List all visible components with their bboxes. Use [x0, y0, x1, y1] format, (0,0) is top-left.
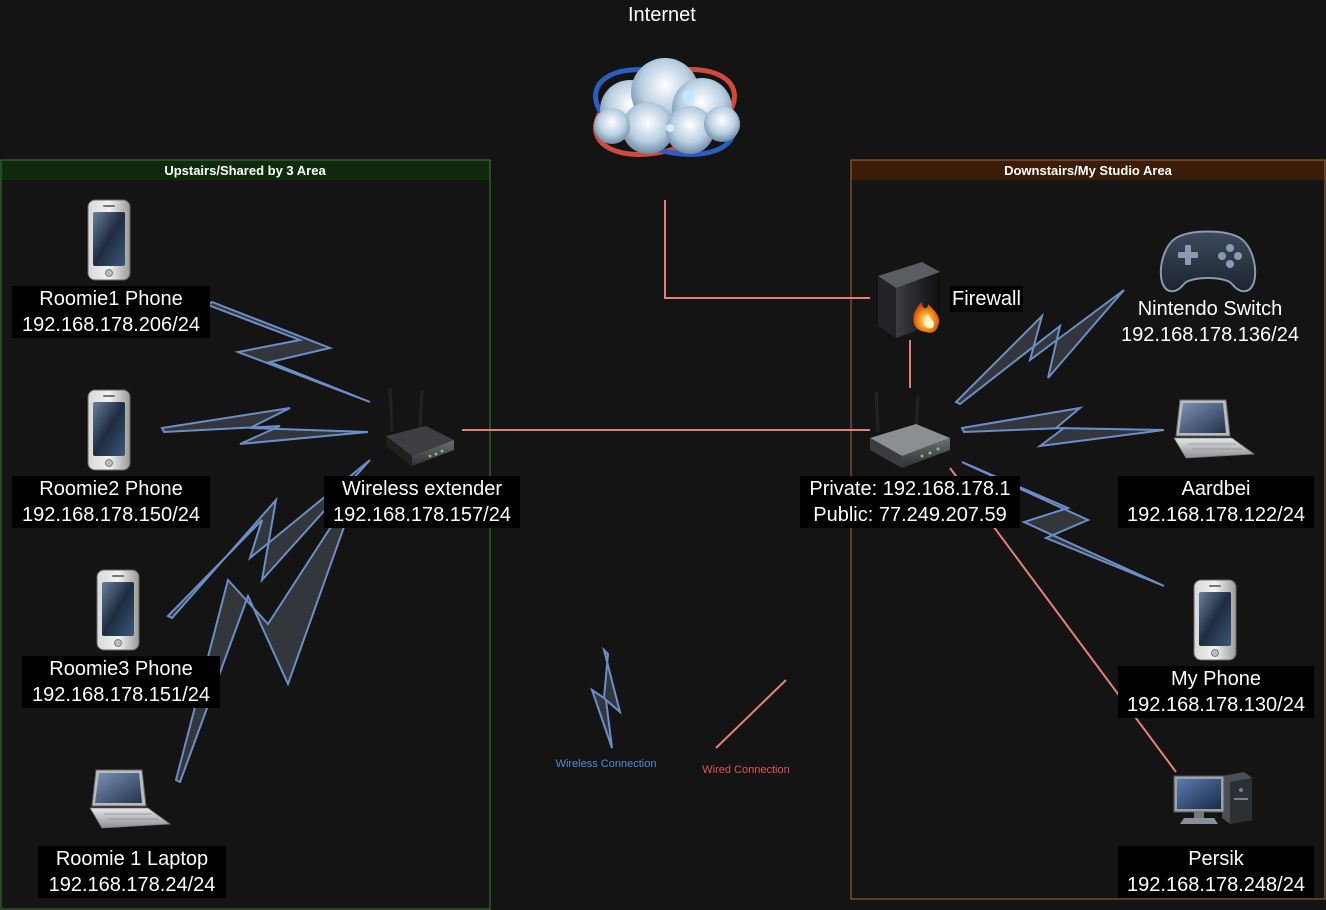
device-label-roomie3-phone: Roomie3 Phone 192.168.178.151/24	[22, 656, 220, 708]
router-private-ip: Private: 192.168.178.1	[809, 478, 1011, 500]
device-label-roomie1-phone: Roomie1 Phone 192.168.178.206/24	[12, 286, 210, 338]
legend-wireless-sample	[590, 646, 622, 749]
device-ip: 192.168.178.248/24	[1127, 874, 1305, 896]
zone-downstairs-header	[851, 160, 1325, 180]
zone-upstairs: Upstairs/Shared by 3 Area	[0, 159, 491, 910]
bolt-laptop-extender	[174, 481, 361, 784]
wire-internet-firewall	[664, 200, 870, 299]
router-icon	[386, 387, 454, 466]
device-label-roomie1-laptop: Roomie 1 Laptop 192.168.178.24/24	[38, 846, 226, 898]
laptop-icon	[89, 769, 172, 829]
legend-wireless-label: Wireless Connection	[556, 758, 657, 770]
bolt-router-switch	[954, 289, 1125, 406]
device-name: My Phone	[1170, 668, 1262, 690]
zone-upstairs-title: Upstairs/Shared by 3 Area	[164, 163, 326, 178]
smartphone-icon	[1193, 579, 1237, 661]
bolt-router-myphone	[961, 461, 1165, 587]
device-name: Nintendo Switch	[1137, 298, 1283, 320]
device-label-my-phone: My Phone 192.168.178.130/24	[1118, 666, 1314, 718]
router-icon	[870, 391, 950, 468]
zone-downstairs-border	[850, 159, 1326, 900]
device-ip: 192.168.178.136/24	[1121, 324, 1299, 346]
zone-upstairs-header	[1, 160, 490, 180]
legend-wired-label: Wired Connection	[702, 764, 789, 776]
device-label-aardbei: Aardbei 192.168.178.122/24	[1118, 476, 1314, 528]
device-name: Roomie2 Phone	[39, 478, 183, 500]
bolt-roomie2-extender	[160, 407, 369, 445]
device-ip: 192.168.178.122/24	[1127, 504, 1305, 526]
legend-wired-sample	[715, 679, 787, 749]
device-name: Roomie1 Phone	[39, 288, 183, 310]
device-label-persik: Persik 192.168.178.248/24	[1118, 846, 1314, 898]
router-public-ip: Public: 77.249.207.59	[813, 504, 1007, 526]
device-ip: 192.168.178.130/24	[1127, 694, 1305, 716]
device-ip: 192.168.178.24/24	[48, 874, 216, 896]
internet-label: Internet	[628, 4, 696, 26]
device-name: Wireless extender	[341, 478, 503, 500]
device-name: Persik	[1188, 848, 1244, 870]
smartphone-icon	[87, 199, 131, 281]
device-label-roomie2-phone: Roomie2 Phone 192.168.178.150/24	[12, 476, 210, 528]
device-ip: 192.168.178.206/24	[22, 314, 200, 336]
zone-downstairs: Downstairs/My Studio Area	[850, 159, 1326, 900]
desktop-computer-icon	[1173, 772, 1252, 824]
device-name: Aardbei	[1181, 478, 1251, 500]
bolt-roomie1-extender	[205, 300, 371, 403]
laptop-icon	[1173, 399, 1256, 459]
device-name: Roomie 1 Laptop	[55, 848, 209, 870]
device-name: Roomie3 Phone	[49, 658, 193, 680]
cloud-icon	[593, 58, 740, 157]
device-ip: 192.168.178.151/24	[32, 684, 210, 706]
firewall-icon	[878, 262, 940, 338]
gamepad-icon	[1159, 230, 1257, 293]
bolt-roomie3-extender	[166, 459, 371, 620]
smartphone-icon	[96, 569, 140, 651]
bolt-router-aardbei	[960, 406, 1165, 448]
device-label-wireless-extender: Wireless extender 192.168.178.157/24	[324, 476, 520, 528]
device-ip: 192.168.178.150/24	[22, 504, 200, 526]
wireless-connections	[160, 289, 1165, 784]
device-label-main-router: Private: 192.168.178.1 Public: 77.249.20…	[800, 476, 1020, 528]
device-ip: 192.168.178.157/24	[333, 504, 511, 526]
zone-upstairs-border	[0, 159, 491, 910]
firewall-label: Firewall	[950, 286, 1023, 312]
device-label-nintendo-switch: Nintendo Switch 192.168.178.136/24	[1110, 296, 1310, 348]
smartphone-icon	[87, 389, 131, 471]
zone-downstairs-title: Downstairs/My Studio Area	[1004, 163, 1173, 178]
